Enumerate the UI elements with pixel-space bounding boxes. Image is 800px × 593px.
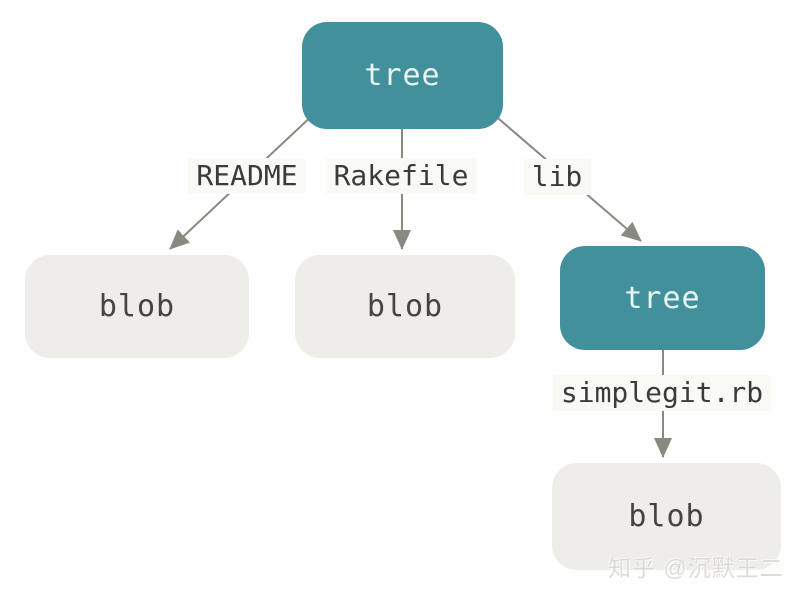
zhihu-watermark: 知乎 @沉默王二 bbox=[608, 555, 784, 581]
node-blob-simplegit-label: blob bbox=[628, 499, 705, 534]
edge-label-simplegit-rb: simplegit.rb bbox=[552, 375, 772, 411]
edge-label-readme: README bbox=[188, 158, 306, 194]
node-tree-root-label: tree bbox=[364, 58, 441, 93]
edge-label-lib: lib bbox=[523, 159, 591, 195]
node-tree-root: tree bbox=[302, 22, 503, 129]
node-blob-simplegit: blob bbox=[552, 463, 781, 570]
node-blob-rakefile-label: blob bbox=[366, 289, 444, 324]
node-tree-lib-label: tree bbox=[624, 280, 701, 316]
node-blob-readme-label: blob bbox=[98, 289, 176, 324]
node-blob-rakefile: blob bbox=[295, 255, 515, 358]
node-blob-readme: blob bbox=[25, 255, 249, 358]
node-tree-lib: tree bbox=[560, 246, 765, 350]
edge-label-rakefile: Rakefile bbox=[325, 158, 477, 194]
